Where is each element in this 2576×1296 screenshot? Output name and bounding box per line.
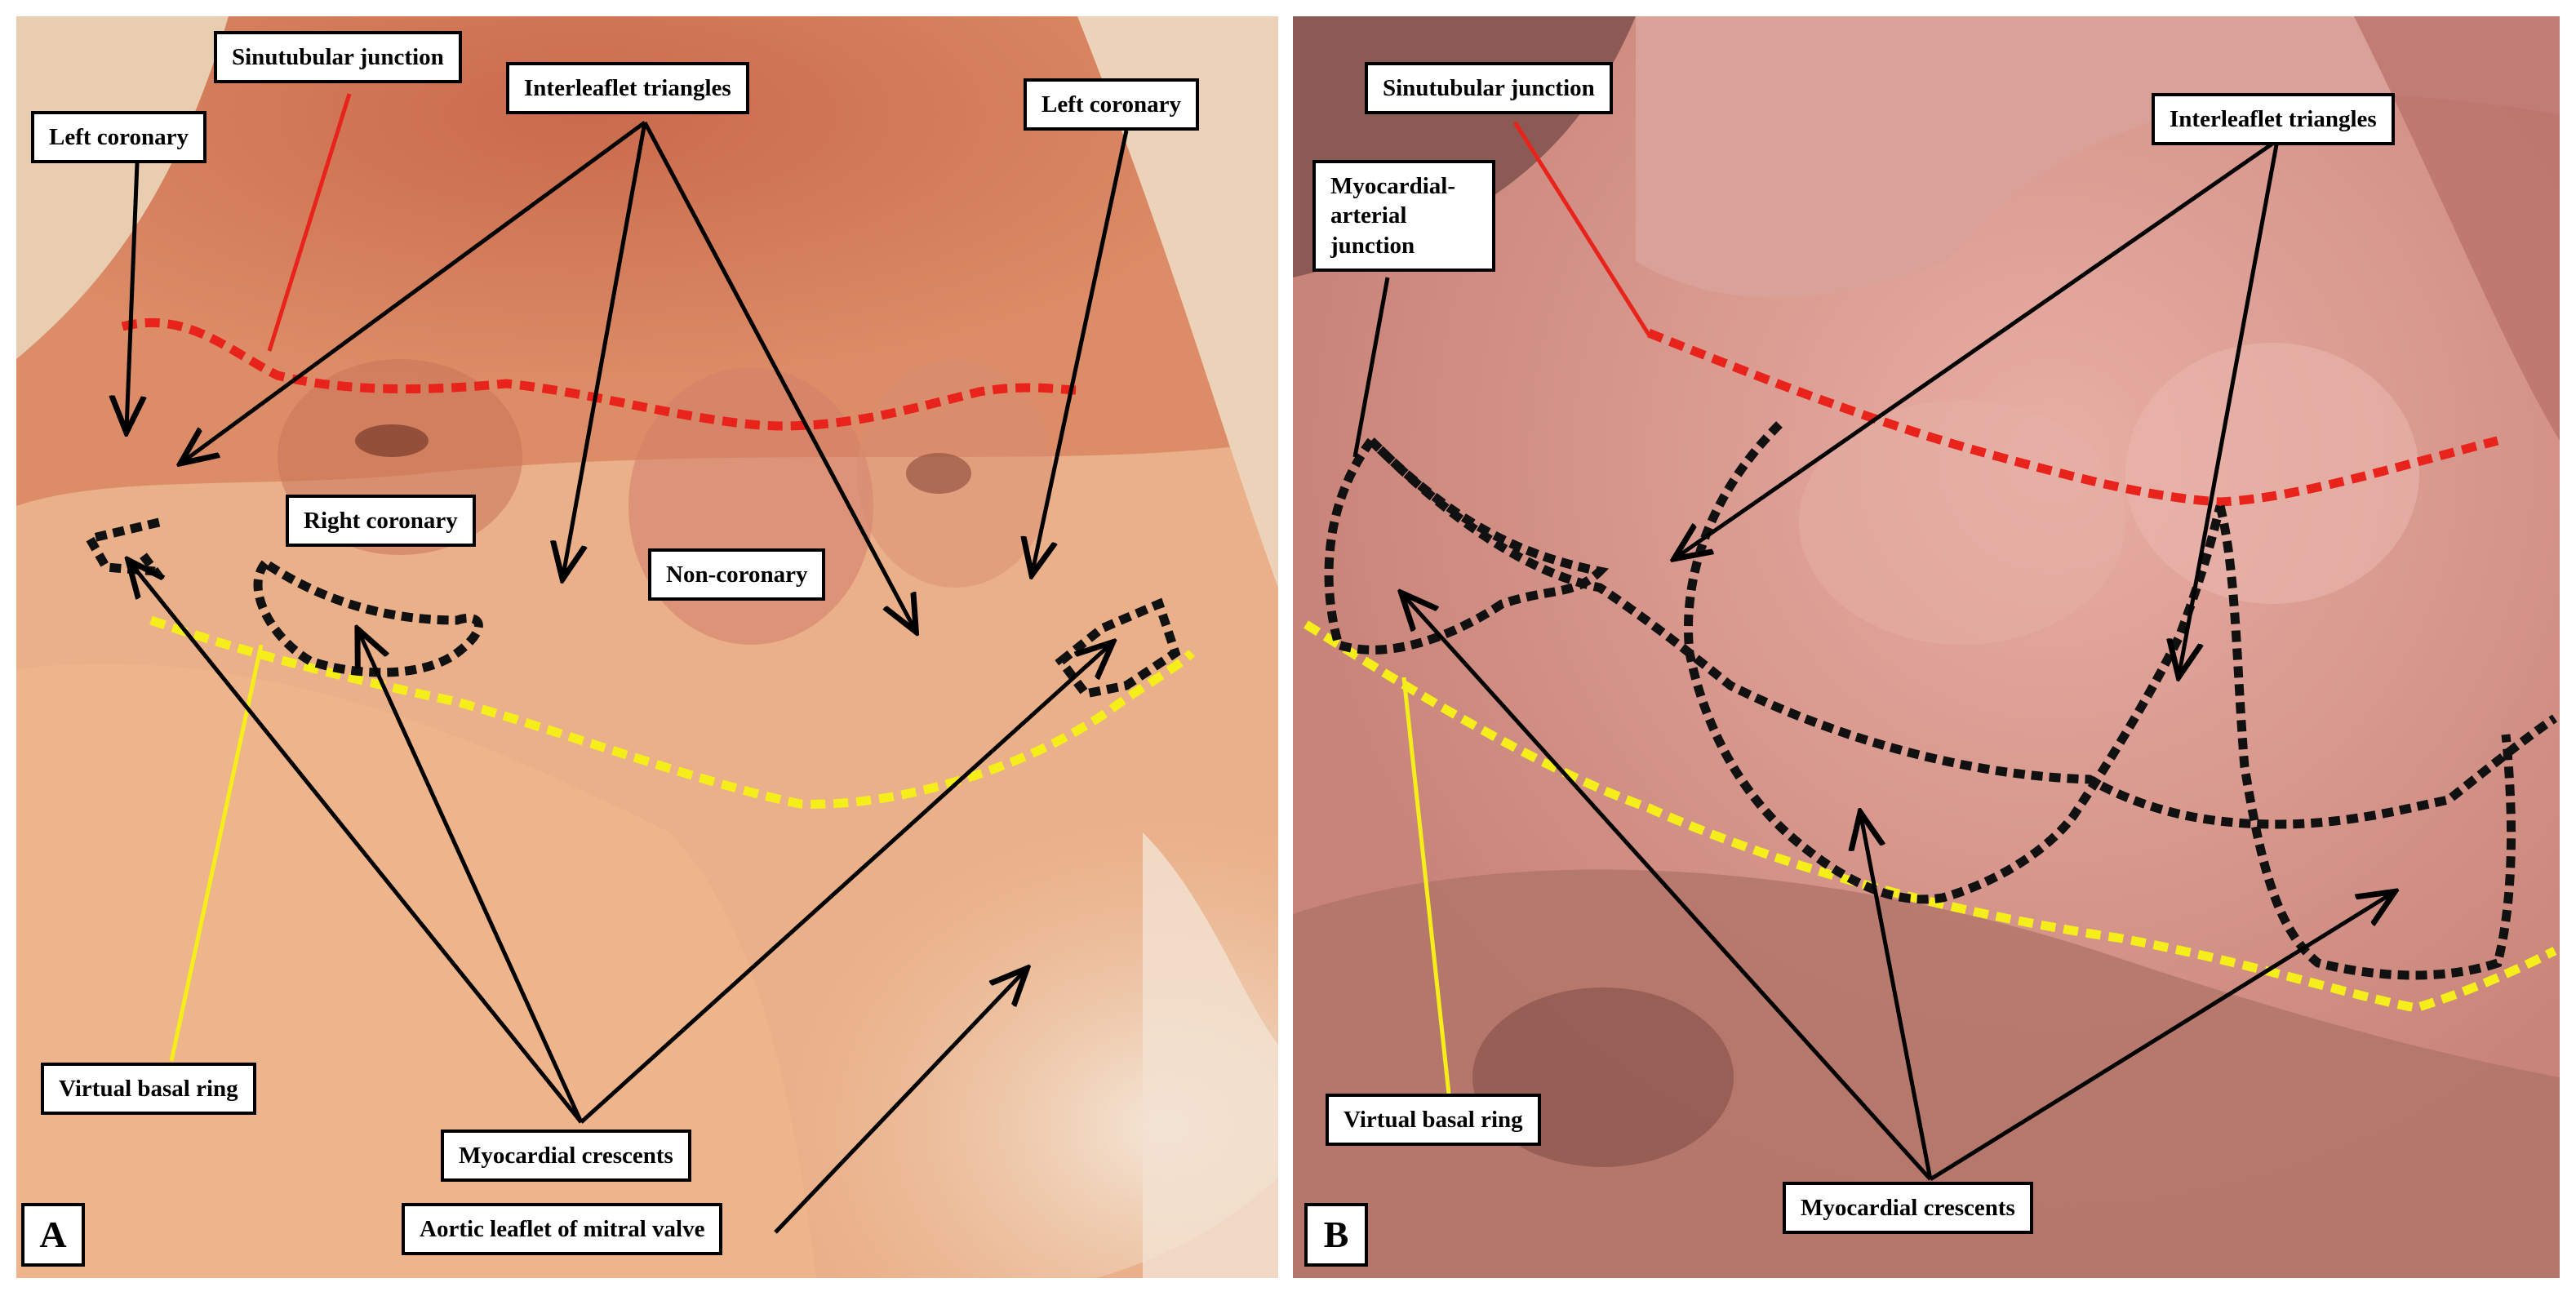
label-a-sinutubular-junction: Sinutubular junction [214, 31, 462, 84]
label-b-myocardial-crescents: Myocardial crescents [1783, 1182, 2033, 1235]
label-a-left-coronary-right: Left coronary [1024, 78, 1199, 131]
label-a-non-coronary: Non-coronary [648, 548, 826, 601]
label-b-virtual-basal-ring: Virtual basal ring [1326, 1094, 1541, 1147]
label-b-interleaflet-triangles: Interleaflet triangles [2152, 93, 2395, 146]
label-b-myocardial-arterial-junction: Myocardial-arterial junction [1312, 160, 1495, 272]
label-a-aortic-leaflet: Aortic leaflet of mitral valve [402, 1203, 723, 1256]
label-a-left-coronary: Left coronary [31, 111, 207, 164]
label-a-interleaflet-triangles: Interleaflet triangles [506, 62, 749, 115]
label-a-right-coronary: Right coronary [286, 495, 476, 548]
label-a-myocardial-crescents: Myocardial crescents [441, 1130, 691, 1183]
panel-b-letter: B [1304, 1203, 1368, 1267]
label-b-sinutubular-junction: Sinutubular junction [1365, 62, 1613, 115]
panel-a-letter: A [21, 1203, 85, 1267]
label-a-virtual-basal-ring: Virtual basal ring [41, 1063, 256, 1116]
